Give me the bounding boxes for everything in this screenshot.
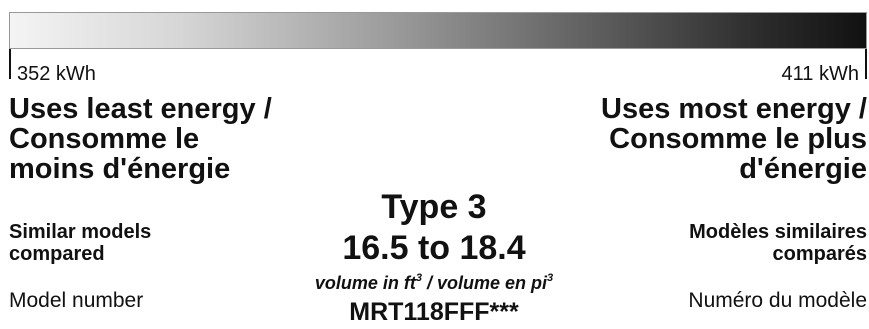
volume-unit-en: volume in ft xyxy=(314,273,416,293)
volume-unit: volume in ft3 / volume en pi3 xyxy=(234,272,634,294)
volume-unit-exp-1: 3 xyxy=(415,272,422,284)
similar-models-line: Similar models xyxy=(9,221,152,243)
volume-range: 16.5 to 18.4 xyxy=(342,229,526,267)
similar-models-line: Modèles similaires xyxy=(689,221,867,243)
least-energy-line: Consomme le xyxy=(9,123,200,155)
most-energy-line: Uses most energy / xyxy=(601,93,867,125)
energy-scale-bar xyxy=(9,12,867,49)
scale-min-tick xyxy=(9,49,11,79)
scale-min-label: 352 kWh xyxy=(17,63,96,85)
scale-max-label: 411 kWh xyxy=(781,63,859,85)
similar-models-line: compared xyxy=(9,243,105,265)
most-energy-label: Uses most energy / Consomme le plus d'én… xyxy=(601,94,867,184)
volume-unit-exp-2: 3 xyxy=(547,272,554,284)
similar-models-line: comparés xyxy=(772,243,868,265)
volume-unit-fr: / volume en pi xyxy=(421,273,548,293)
least-energy-line: moins d'énergie xyxy=(9,153,231,185)
most-energy-line: d'énergie xyxy=(739,153,867,185)
similar-models-label-en: Similar models compared xyxy=(9,221,151,265)
similar-models-label-fr: Modèles similaires comparés xyxy=(689,221,867,265)
model-number-value: MRT118FFF*** xyxy=(349,298,519,326)
scale-max-tick xyxy=(865,49,867,79)
least-energy-line: Uses least energy / xyxy=(9,93,272,125)
type-label: Type 3 xyxy=(381,188,487,226)
least-energy-label: Uses least energy / Consomme le moins d'… xyxy=(9,94,272,184)
most-energy-line: Consomme le plus xyxy=(609,123,867,155)
model-number-label-en: Model number xyxy=(9,289,144,312)
model-number-label-fr: Numéro du modèle xyxy=(688,289,867,312)
